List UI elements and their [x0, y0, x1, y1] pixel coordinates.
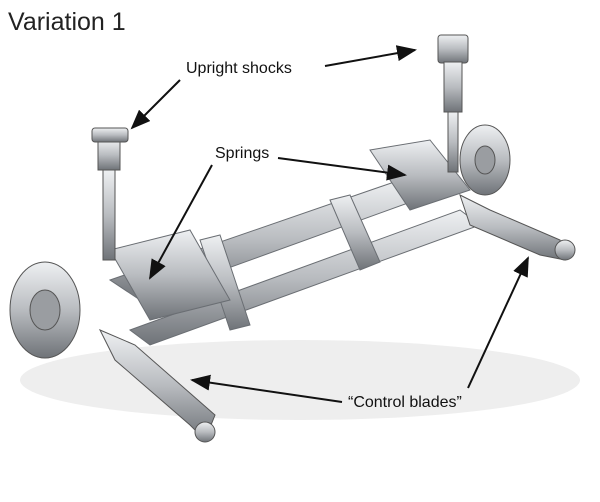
upright-shock-right: [437, 34, 469, 173]
subframe: [20, 139, 580, 420]
label-springs: Springs: [215, 145, 270, 162]
arrow-blade-left: [190, 374, 343, 403]
arrow-spring-left: [149, 164, 213, 280]
control-blades: [98, 194, 576, 443]
diagram-title: Variation 1: [8, 8, 126, 36]
brake-disc-left: [9, 261, 81, 359]
arrow-shock-left: [130, 79, 181, 130]
label-upright-shocks: Upright shocks: [186, 60, 292, 77]
upright-shock-left: [91, 127, 129, 261]
arrow-blade-right: [467, 256, 529, 389]
pointer-arrows: [130, 45, 529, 403]
arrow-spring-right: [277, 157, 407, 181]
brake-disc-right: [459, 124, 511, 196]
label-control-blades: “Control blades”: [348, 394, 462, 411]
arrow-shock-right: [324, 45, 417, 67]
